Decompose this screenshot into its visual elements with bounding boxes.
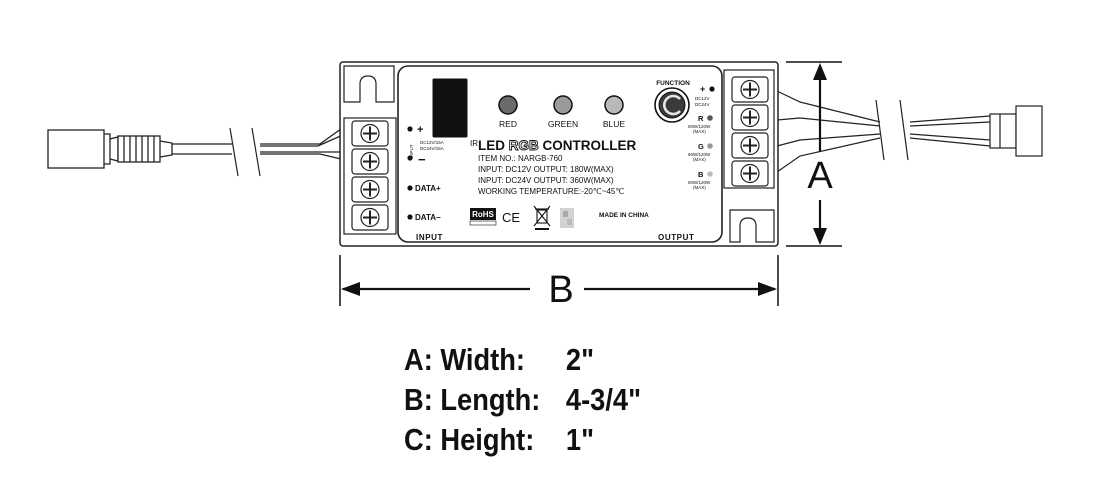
dimension-value: 4-3/4" [565,382,642,417]
channel-r-rating: 60W/120W [688,124,711,129]
title-led: LED [478,138,505,153]
made-in-china: MADE IN CHINA [599,212,649,219]
left-input-side-label: INPUT [409,144,414,158]
blue-button[interactable] [604,95,624,115]
dimensions-list: A: Width: 2" B: Length: 4-3/4" C: Height… [404,340,641,460]
green-button[interactable] [553,95,573,115]
function-label: FUNCTION [656,80,690,87]
channel-b-letter: B [698,170,704,179]
left-plus-label: + [417,124,423,136]
data-plus-label: DATA+ [415,184,441,193]
data-minus-label: DATA− [415,213,441,222]
left-terminal-labels: + − INPUT DC12V/15A DC24V/15A DATA+ DATA… [407,124,444,222]
channel-g-rating: 60W/120W [688,152,711,157]
dimension-value: 2" [565,342,595,377]
green-button-label: GREEN [548,119,578,129]
spec-input-24v: INPUT: DC24V OUTPUT: 360W(MAX) [478,176,614,185]
channel-b-max: (MAX) [693,185,706,190]
left-dc-rating-1: DC12V/15A [420,140,444,145]
spec-lines: ITEM NO.: NARGB-760 INPUT: DC12V OUTPUT:… [478,154,624,196]
dimension-b-marker: B [548,269,573,311]
blue-button-label: BLUE [603,119,626,129]
channel-r-letter: R [698,114,704,123]
right-terminal-block [723,69,775,189]
spec-input-12v: INPUT: DC12V OUTPUT: 180W(MAX) [478,165,614,174]
spec-item-no: ITEM NO.: NARGB-760 [478,154,563,163]
left-terminal-block [343,117,397,235]
dimension-label: C: Height: [404,422,535,457]
ce-mark: CE [502,210,520,225]
red-button-label: RED [499,119,517,129]
right-plus-label: + [700,84,705,94]
weee-bin-icon [533,205,551,230]
right-dc-rating-1: DC12V [695,96,710,101]
input-cable [47,125,346,177]
dimension-label: B: Length: [404,382,541,417]
dimension-b [339,255,779,306]
certification-marks: RoHS CE MADE IN CHINA [469,205,649,230]
dimension-a-marker: A [807,155,833,197]
input-label: INPUT [416,233,443,242]
dimension-row-height: C: Height: 1" [404,420,641,460]
ir-label: IR [470,139,478,148]
red-button[interactable] [498,95,518,115]
dimension-label: A: Width: [404,342,525,377]
channel-g-max: (MAX) [693,157,706,162]
color-buttons: RED GREEN BLUE [498,95,626,129]
left-dc-rating-2: DC24V/15A [420,146,444,151]
right-terminal-labels: + DC12V DC24V R 60W/120W (MAX) G 60W/120… [688,84,715,190]
function-button[interactable] [654,87,690,123]
channel-g-letter: G [698,142,704,151]
channel-b-rating: 60W/120W [688,180,711,185]
title-rgb: RGB [509,138,539,153]
dimension-row-width: A: Width: 2" [404,340,641,380]
left-minus-label: − [418,152,426,167]
dimension-row-length: B: Length: 4-3/4" [404,380,641,420]
dimension-value: 1" [565,422,595,457]
right-dc-rating-2: DC24V [695,102,710,107]
ir-receiver-window [432,78,468,138]
rohs-mark [470,208,496,220]
output-label: OUTPUT [658,233,695,242]
spec-working-temp: WORKING TEMPERATURE:-20℃~45℃ [478,187,624,196]
output-cable [776,90,1043,173]
controller-title: LED RGB CONTROLLER [478,138,637,153]
channel-r-max: (MAX) [693,129,706,134]
blurred-logo-icon [560,208,574,228]
dimension-a [786,61,842,247]
rohs-text: RoHS [472,210,494,219]
title-controller: CONTROLLER [543,138,637,153]
